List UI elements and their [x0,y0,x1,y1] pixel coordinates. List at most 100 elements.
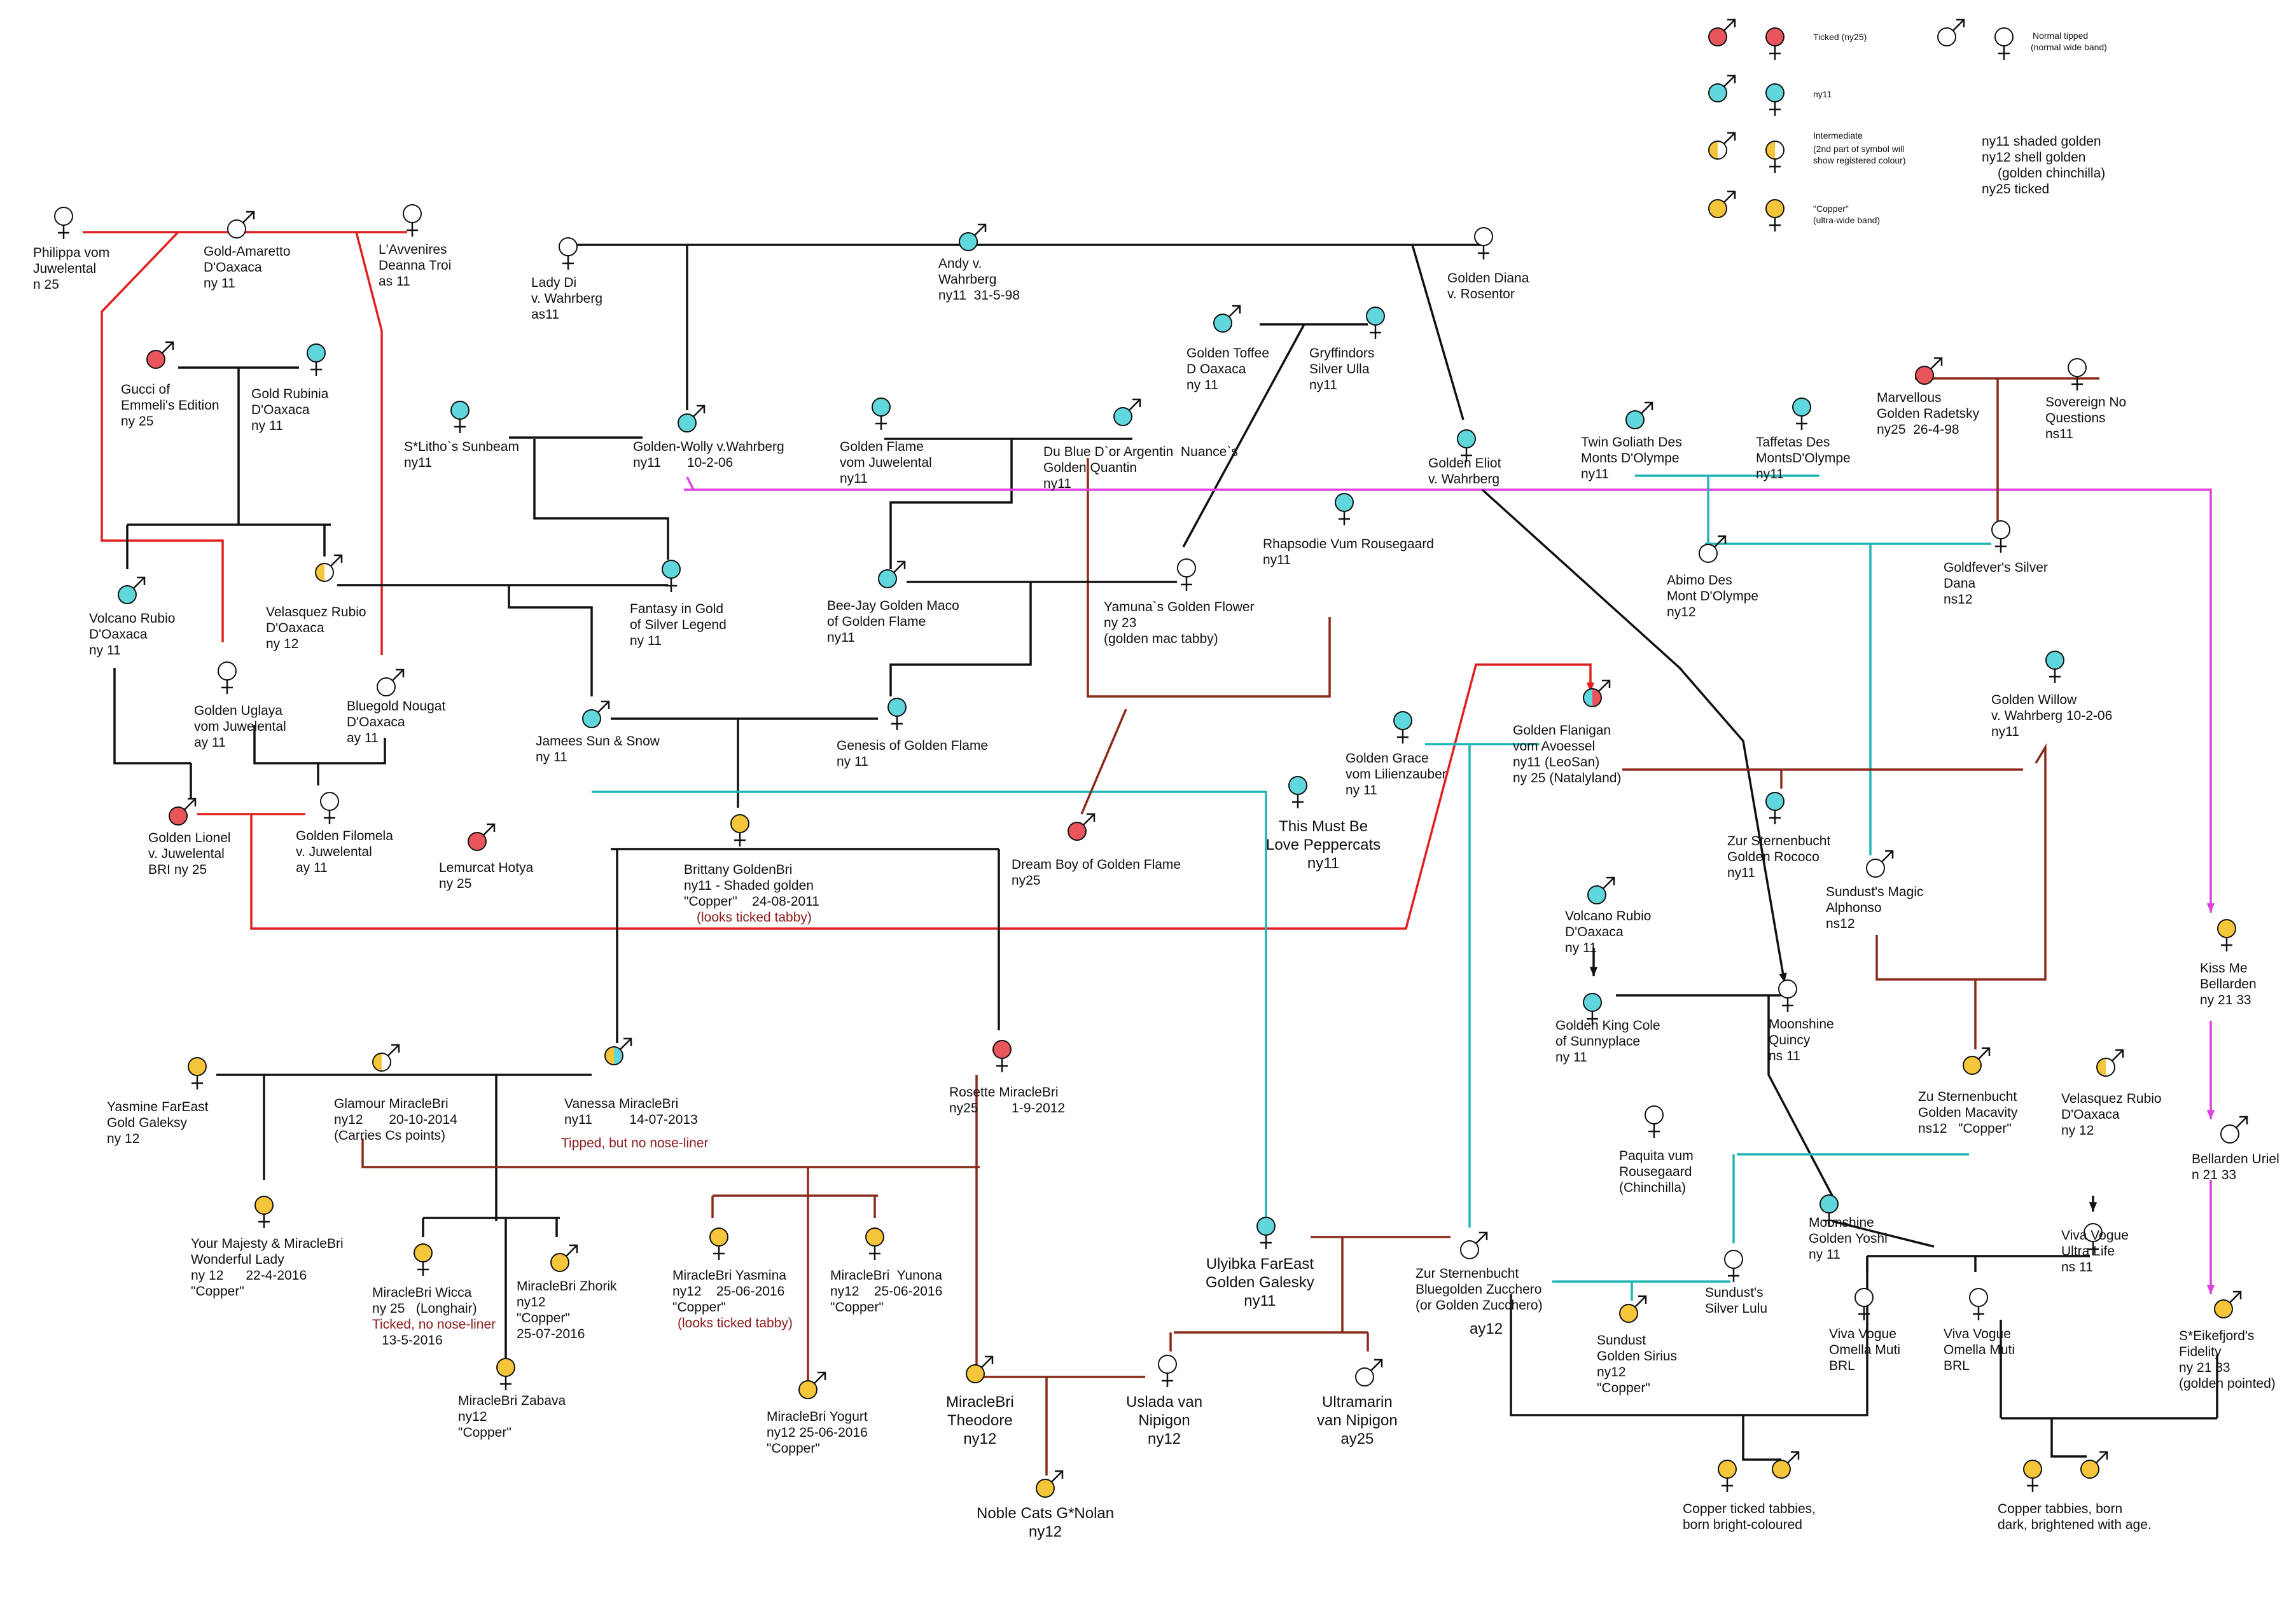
legend-ticked-a-male-symbol-icon [1708,18,1736,46]
abimo-male-symbol-icon [1699,535,1727,563]
jamees-label: Jamees Sun & Snow ny 11 [536,734,660,764]
diana-label: Golden Diana v. Rosentor [1447,271,1529,301]
legend-ny11-a-male-symbol-icon [1708,74,1736,102]
philippa-female-symbol-icon [54,207,73,239]
goliath-male-symbol-icon [1625,401,1653,429]
genesis-female-symbol-icon [887,698,907,730]
line-amaretto-uglaya [101,231,224,642]
brittany-note-label: (looks ticked tabby) [697,910,812,925]
goliath-label: Twin Goliath Des Monts D'Olympe ny11 [1581,435,1682,481]
vanessa-label: Vanessa MiracleBri ny11 14-07-2013 [564,1096,698,1127]
rosette-female-symbol-icon [992,1040,1012,1072]
legend-code-1: ny12 shell golden [1982,150,2086,165]
moonshine-q-female-symbol-icon [1778,979,1797,1012]
willow-label: Golden Willow v. Wahrberg 10-2-06 ny11 [1991,693,2113,739]
yamuna-label: Yamuna`s Golden Flower ny 23 (golden mac… [1104,600,1255,646]
eliot-label: Golden Eliot v. Wahrberg [1428,456,1501,487]
yunona-female-symbol-icon [865,1227,884,1260]
kingcole-female-symbol-icon [1583,993,1602,1025]
line-avvenires-nougat [355,232,383,655]
line-to-copper-tabbies [2050,1418,2087,1458]
line-wolly-to-kissme-arrowhead [2206,903,2215,913]
goldfever-female-symbol-icon [1991,520,2010,553]
yasmina-note-label: (looks ticked tabby) [678,1316,793,1331]
majesty-female-symbol-icon [254,1196,274,1228]
zabava-label: MiracleBri Zabava ny12 "Copper" [458,1393,566,1440]
line-uglaya-nougat [253,725,386,764]
line-diana-eliot [1411,244,1465,420]
line-dublue-rhapsodie [1087,458,1331,698]
lionel-male-symbol-icon [169,798,197,826]
line-to-genesis [889,582,1032,696]
copper-ticked-b-male-symbol-icon [1772,1451,1800,1479]
glamour-male-symbol-icon [372,1044,400,1072]
rhapsodie-label: Rhapsodie Vum Rousegaard ny11 [1263,537,1434,567]
alphonso-label: Sundust's Magic Alphonso ns12 [1826,885,1924,931]
wolly-male-symbol-icon [678,404,706,432]
legend-ticked: Ticked (ny25) [1813,32,1867,42]
paquita-female-symbol-icon [1645,1105,1664,1138]
uriel-male-symbol-icon [2220,1116,2248,1144]
legend-code-3: ny25 ticked [1982,182,2050,197]
marvellous-male-symbol-icon [1915,357,1943,385]
eliot-female-symbol-icon [1457,429,1476,462]
legend-copper: "Copper" [1813,204,1849,214]
line-volcano2-down-arrowhead [1589,967,1598,976]
legend-intermediate-b-female-symbol-icon [1765,141,1785,173]
goldfever-label: Goldfever's Silver Dana ns12 [1944,560,2048,607]
willow-female-symbol-icon [2045,651,2064,683]
legend-normal: Normal tipped [2033,31,2089,41]
litho-label: S*Litho`s Sunbeam ny11 [404,439,519,470]
velasquez1-male-symbol-icon [315,554,343,582]
legend-normal-a-male-symbol-icon [1937,18,1965,46]
connection-lines [83,231,2218,1476]
dublue-male-symbol-icon [1113,398,1141,426]
copper-tabbies-b-male-symbol-icon [2080,1451,2108,1479]
line-to-beejay [889,439,1013,569]
macavity-label: Zu Sternenbucht Golden Macavity ns12 "Co… [1918,1089,2018,1136]
line-uriel-eikefjord-arrowhead [2206,1285,2215,1294]
legend-ny11: ny11 [1813,89,1832,99]
filomela-female-symbol-icon [320,792,339,824]
alphonso-male-symbol-icon [1866,850,1894,878]
vanessa-note-label: Tipped, but no nose-liner [561,1136,709,1151]
amaretto-male-symbol-icon [227,211,255,239]
filomela-label: Golden Filomela v. Juwelental ay 11 [296,829,393,875]
line-yamuna-dreamboy [1080,709,1127,815]
vanessa-male-symbol-icon [604,1037,632,1065]
glamour-label: Glamour MiracleBri ny12 20-10-2014 (Carr… [334,1096,457,1143]
line-lionel-to-flanigan [250,663,1592,930]
line-eliot-to-moonshine-quincy [1481,488,1786,983]
abimo-label: Abimo Des Mont D'Olympe ny12 [1667,573,1759,619]
kissme-female-symbol-icon [2217,919,2236,951]
grace-label: Golden Grace vom Lilienzauber ny 11 [1346,751,1447,798]
andy-label: Andy v. Wahrberg ny11 31-5-98 [938,256,1020,303]
sirius-male-symbol-icon [1619,1295,1647,1323]
ultralife-label: Viva Vogue Ultra Life ns 11 [2061,1228,2129,1275]
ultramarin-male-symbol-icon [1355,1359,1383,1386]
dublue-label: Du Blue D`or Argentin Nuance`s Golden Qu… [1043,445,1238,491]
legend-ny11-b-female-symbol-icon [1765,83,1785,116]
amaretto-label: Gold-Amaretto D'Oaxaca ny 11 [204,244,291,291]
zucchero-code-label: ay12 [1470,1320,1503,1338]
lionel-label: Golden Lionel v. Juwelental BRI ny 25 [148,831,231,877]
rococo-female-symbol-icon [1765,792,1785,824]
genesis-label: Genesis of Golden Flame ny 11 [837,738,989,769]
line-kissme-uriel-arrowhead [2206,1110,2215,1119]
toffee-label: Golden Toffee D Oaxaca ny 11 [1186,346,1269,392]
line-lionel-to-flanigan-arrowhead [1586,682,1595,692]
flanigan-label: Golden Flanigan vom Avoessel ny11 (LeoSa… [1513,723,1622,785]
wicca-note-label: Ticked, no nose-liner [372,1317,496,1332]
copper-tabbies-label: Copper tabbies, born dark, brightened wi… [1998,1502,2152,1532]
macavity-male-symbol-icon [1963,1047,1991,1075]
velasquez2-male-symbol-icon [2096,1049,2124,1077]
legend-intermediate-sub1: (2nd part of symbol will [1813,144,1905,154]
legend-intermediate: Intermediate [1813,130,1863,141]
muti1-label: Viva Vogue Omella Muti BRL [1829,1327,1901,1373]
rococo-label: Zur Sternenbucht Golden Rococo ny11 [1727,834,1831,880]
dreamboy-label: Dream Boy of Golden Flame ny25 [1012,857,1181,888]
legend-intermediate-a-male-symbol-icon [1708,132,1736,160]
line-yoshi-ultralife [1832,1220,1935,1248]
line-to-jamees [508,585,593,696]
